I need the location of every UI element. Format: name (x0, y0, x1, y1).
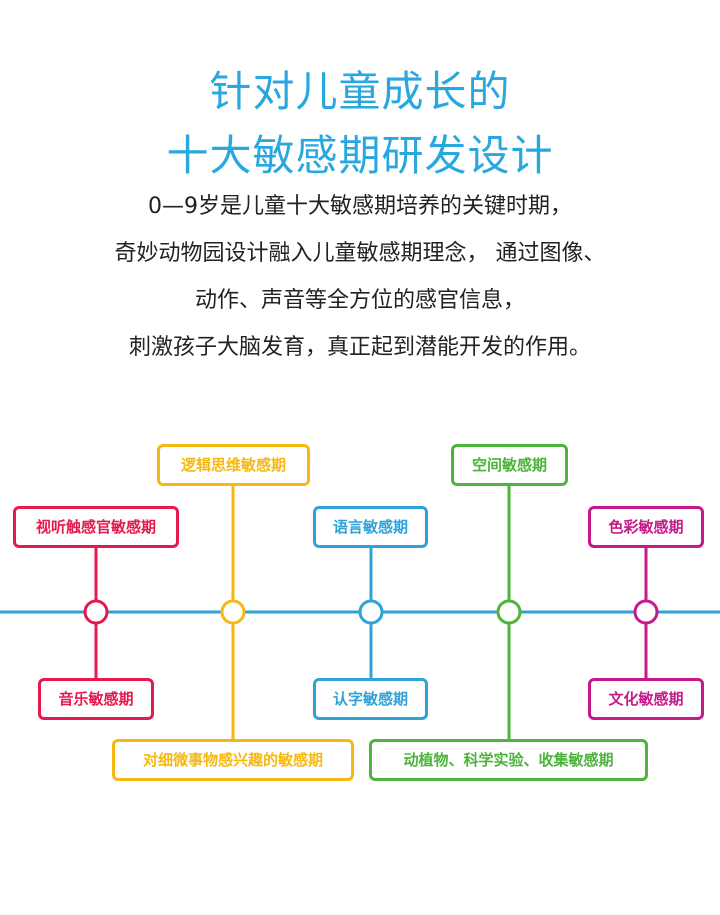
label-logic-sensitivity: 逻辑思维敏感期 (157, 444, 310, 486)
description-line-4: 刺激孩子大脑发育，真正起到潜能开发的作用。 (128, 335, 591, 360)
node-magenta (633, 599, 659, 625)
label-literacy-sensitivity: 认字敏感期 (313, 678, 428, 720)
title-line-2: 十大敏感期研发设计 (166, 131, 554, 180)
label-language-sensitivity: 语言敏感期 (313, 506, 428, 548)
label-music-sensitivity: 音乐敏感期 (38, 678, 154, 720)
label-space-sensitivity: 空间敏感期 (451, 444, 568, 486)
description-line-1: 0—9岁是儿童十大敏感期培养的关键时期， (148, 194, 572, 219)
label-culture-sensitivity: 文化敏感期 (588, 678, 704, 720)
node-blue (358, 599, 384, 625)
node-green (496, 599, 522, 625)
description-line-3: 动作、声音等全方位的感官信息， (194, 288, 525, 313)
node-yellow (220, 599, 246, 625)
label-nature-sensitivity: 动植物、科学实验、收集敏感期 (369, 739, 648, 781)
node-red (83, 599, 109, 625)
label-color-sensitivity: 色彩敏感期 (588, 506, 704, 548)
description-line-2: 奇妙动物园设计融入儿童敏感期理念， 通过图像、 (114, 241, 606, 266)
label-detail-sensitivity: 对细微事物感兴趣的敏感期 (112, 739, 354, 781)
label-visual-sensitivity: 视听触感官敏感期 (13, 506, 179, 548)
title-line-1: 针对儿童成长的 (209, 67, 511, 116)
